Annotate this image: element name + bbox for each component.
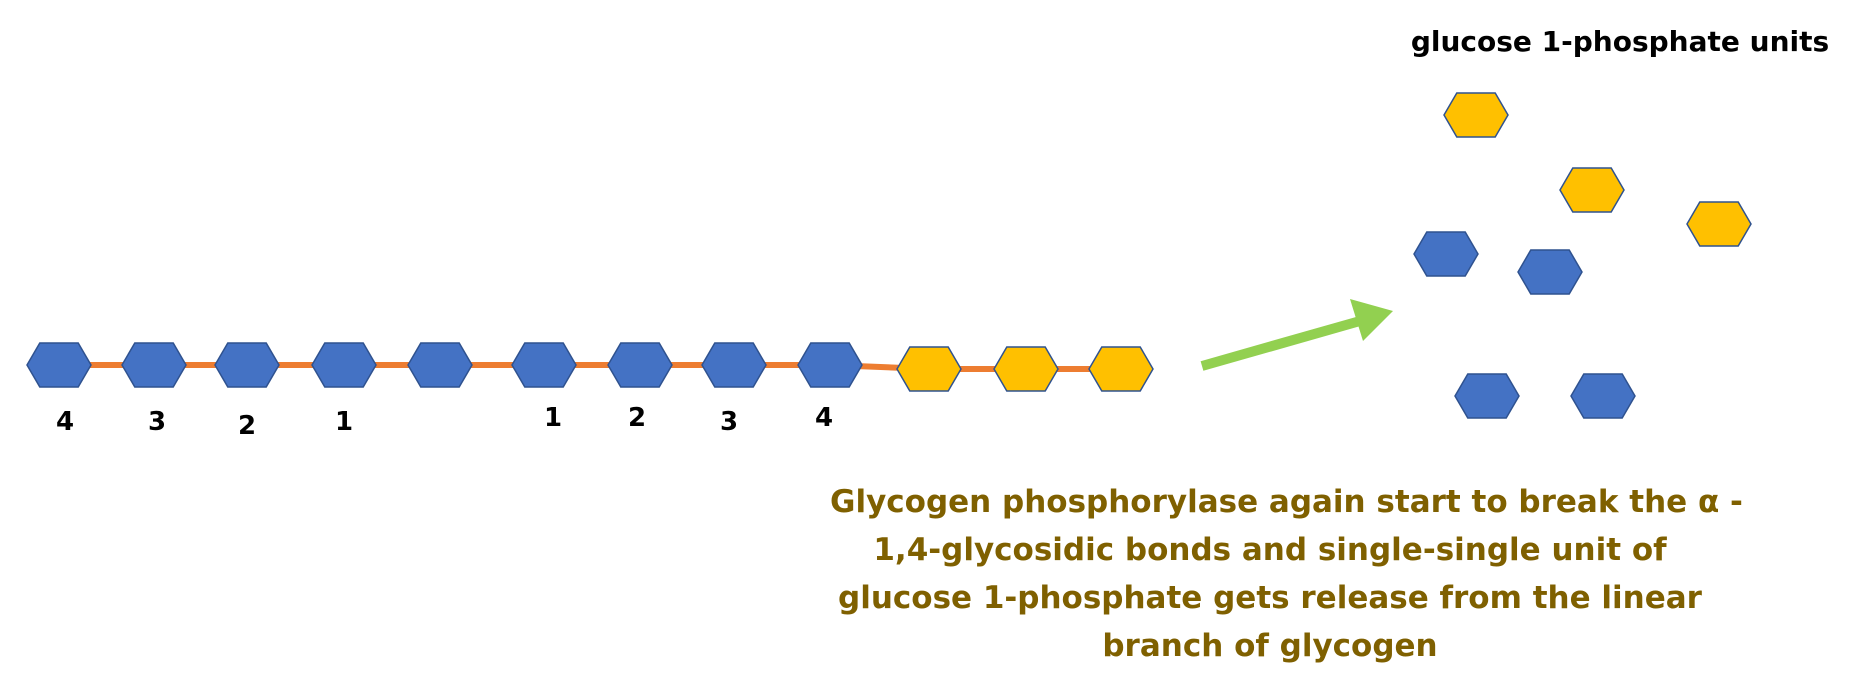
position-label: 2	[237, 411, 257, 441]
glucose-unit-yellow	[993, 346, 1059, 392]
arrow-shaft	[1200, 316, 1362, 371]
caption: Glycogen phosphorylase again start to br…	[830, 478, 1743, 670]
position-label: 4	[814, 403, 834, 433]
released-glucose-units	[1413, 92, 1752, 419]
glucose-unit-blue	[214, 342, 280, 388]
glucose-1-phosphate-unit	[1559, 167, 1625, 213]
glucose-unit-blue	[797, 342, 863, 388]
glucose-unit-blue	[26, 342, 92, 388]
glycogen-chain	[26, 342, 1154, 392]
position-label: 3	[147, 407, 167, 437]
glucose-unit-blue	[121, 342, 187, 388]
position-label: 1	[334, 407, 354, 437]
caption-line: branch of glycogen	[1102, 628, 1438, 664]
position-label: 4	[55, 407, 75, 437]
glucose-unit-blue	[607, 342, 673, 388]
glucose-1-phosphate-unit	[1443, 92, 1509, 138]
release-arrow	[1200, 299, 1393, 371]
glucose-unit-yellow	[1088, 346, 1154, 392]
glucose-unit-blue	[407, 342, 473, 388]
glucose-1-phosphate-unit	[1686, 201, 1752, 247]
products-title: glucose 1-phosphate units	[1410, 25, 1830, 58]
caption-line: 1,4-glycosidic bonds and single-single u…	[873, 532, 1667, 568]
caption-line: glucose 1-phosphate gets release from th…	[838, 580, 1702, 616]
position-label: 1	[543, 403, 563, 433]
caption-line: Glycogen phosphorylase again start to br…	[830, 484, 1743, 520]
glucose-unit-yellow	[896, 346, 962, 392]
glucose-unit-blue	[1517, 249, 1583, 295]
glucose-unit-blue	[1413, 231, 1479, 277]
position-label: 2	[627, 403, 647, 433]
glucose-unit-blue	[1454, 373, 1520, 419]
glucose-unit-blue	[1570, 373, 1636, 419]
glucose-unit-blue	[511, 342, 577, 388]
position-label: 3	[719, 407, 739, 437]
arrow-head	[1350, 299, 1393, 341]
glucose-unit-blue	[701, 342, 767, 388]
glucose-unit-blue	[311, 342, 377, 388]
